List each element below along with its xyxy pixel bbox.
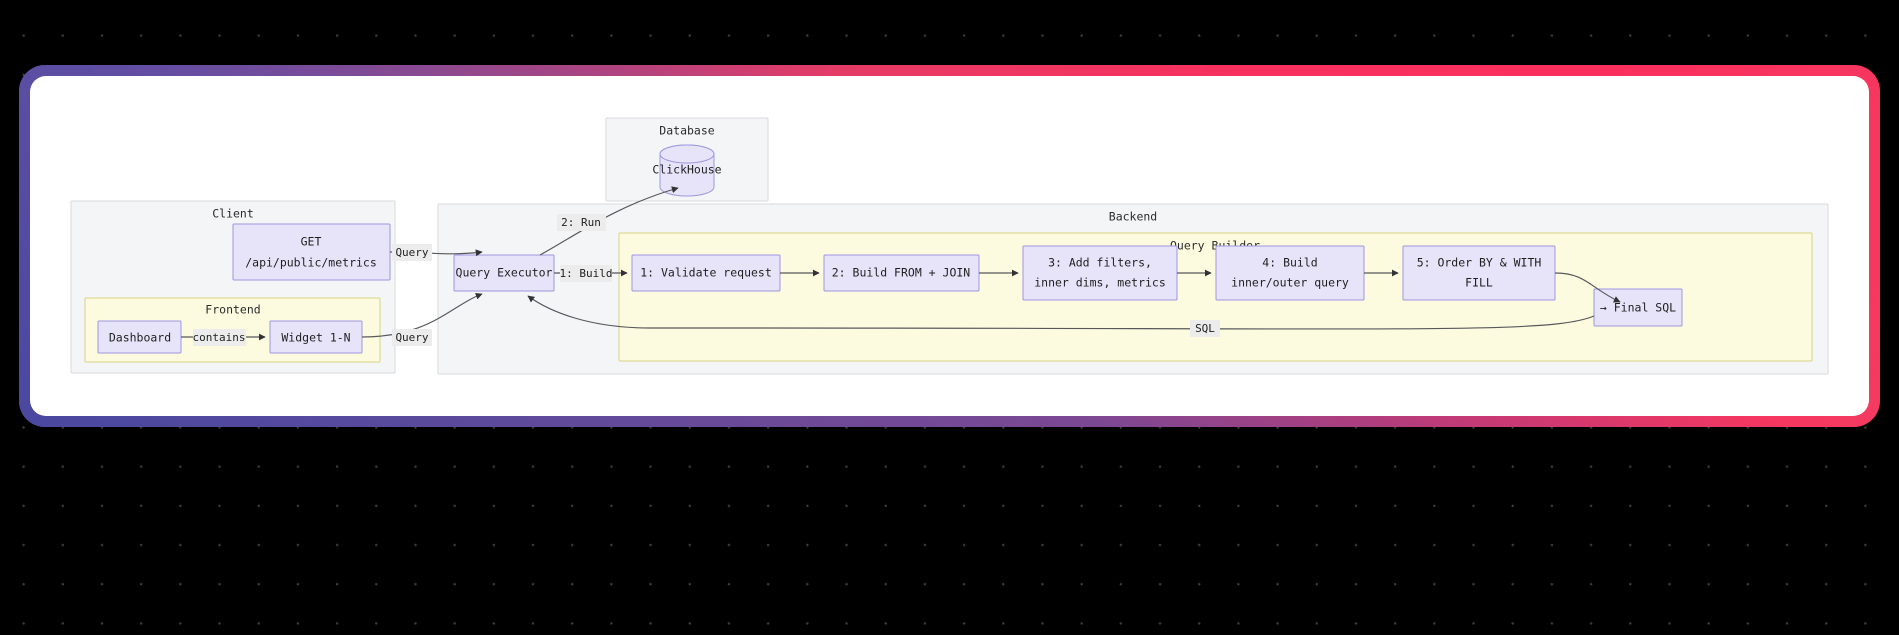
node-query-executor-label: Query Executor [456,266,553,280]
edge-label-query-top-bg [392,244,432,261]
edge-final-sql-executor [527,295,1595,330]
node-step1-label: 1: Validate request [640,266,772,280]
architecture-flow-diagram: Database ClickHouse Client GET / [70,117,1829,375]
edge-label-run-bg [557,214,606,231]
subgraph-frontend-title: Frontend [205,303,260,317]
edge-label-sql: SQL [1190,320,1220,337]
subgraph-database-title: Database [659,124,714,138]
node-clickhouse[interactable]: ClickHouse [652,144,722,197]
node-step4-label-line2: inner/outer query [1231,276,1349,290]
edge-label-build: 1: Build [560,265,613,282]
node-step5-label-line1: 5: Order BY & WITH [1417,256,1542,270]
node-dashboard[interactable]: Dashboard [97,320,182,354]
edge-label-build-text: 1: Build [560,267,613,280]
node-final-sql-label: → Final SQL [1600,301,1676,315]
edge-label-query-bottom-bg [392,329,432,346]
node-step5-label-line2: FILL [1465,276,1493,290]
gradient-frame: Database ClickHouse Client GET / [19,65,1880,427]
subgraph-backend-title: Backend [1109,210,1157,224]
edge-widget-executor [361,292,483,338]
edge-label-sql-bg [1190,320,1220,337]
edge-label-query-top: Query [392,244,432,261]
edge-label-build-bg [560,265,612,282]
node-final-sql[interactable]: → Final SQL [1593,288,1683,327]
node-step4[interactable]: 4: Build inner/outer query [1215,245,1365,301]
node-step3-label-line2: inner dims, metrics [1034,276,1166,290]
edge-label-contains-bg [193,329,246,346]
edge-label-query-bottom-text: Query [395,331,428,344]
edge-label-contains: contains [193,329,246,346]
node-step1[interactable]: 1: Validate request [631,254,781,292]
node-step4-box [1215,245,1365,301]
edge-label-sql-text: SQL [1195,322,1215,335]
node-step4-label-line1: 4: Build [1262,256,1317,270]
node-step2-label: 2: Build FROM + JOIN [832,266,971,280]
node-get-endpoint[interactable]: GET /api/public/metrics [232,223,391,281]
edge-label-run: 2: Run [557,214,606,231]
node-query-executor[interactable]: Query Executor [453,254,555,292]
cylinder-top [659,144,715,164]
node-step2[interactable]: 2: Build FROM + JOIN [823,254,980,292]
edge-label-query-top-text: Query [395,246,428,259]
edge-label-query-bottom: Query [392,329,432,346]
node-clickhouse-label: ClickHouse [652,163,721,177]
node-step3-box [1022,245,1178,301]
node-step3-label-line1: 3: Add filters, [1048,256,1152,270]
diagram-canvas: Database ClickHouse Client GET / [30,76,1869,416]
edge-step5-final-sql [1554,272,1621,303]
subgraph-client-title: Client [212,207,254,221]
node-step5[interactable]: 5: Order BY & WITH FILL [1402,245,1556,301]
node-widget[interactable]: Widget 1-N [269,320,363,354]
edge-label-contains-text: contains [193,331,246,344]
node-dashboard-label: Dashboard [109,331,171,345]
node-step5-box [1402,245,1556,301]
node-get-endpoint-box [232,223,391,281]
node-get-endpoint-path: /api/public/metrics [245,256,377,270]
node-widget-label: Widget 1-N [281,331,350,345]
node-step3[interactable]: 3: Add filters, inner dims, metrics [1022,245,1178,301]
node-get-endpoint-method: GET [301,235,322,249]
edge-label-run-text: 2: Run [561,216,601,229]
